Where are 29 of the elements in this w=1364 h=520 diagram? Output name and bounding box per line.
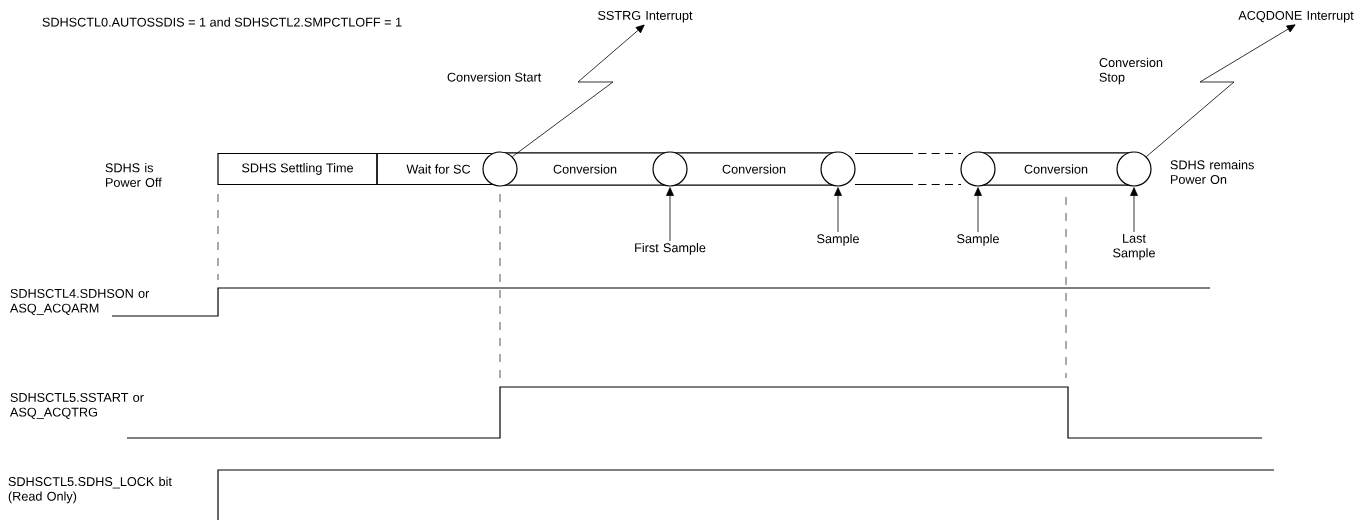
state-label: SDHS remains Power On (1170, 160, 1254, 184)
interrupt-arrow (512, 24, 645, 157)
sample-circle (652, 151, 688, 187)
sample-label: Sample (817, 233, 859, 246)
phase-box: Conversion (498, 152, 672, 186)
note-text: SDHSCTL0.AUTOSSDIS = 1 and SDHSCTL2.SMPCTLOFF = 1 (42, 17, 402, 27)
event-label: Conversion Start (447, 72, 542, 82)
sample-label: Last Sample (1113, 233, 1155, 260)
sample-arrow (834, 187, 842, 233)
signal-name: SDHSCTL5.SSTART or ASQ_ACQTRG (9, 393, 144, 419)
phase-box: Conversion (976, 152, 1136, 186)
sample-circle (820, 151, 856, 187)
sample-circle (1116, 151, 1152, 187)
sample-circle (482, 151, 518, 187)
sample-circle (960, 151, 996, 187)
phase-box: Conversion (668, 152, 840, 186)
event-label: Conversion Stop (1099, 57, 1163, 85)
interrupt-arrow (1146, 24, 1296, 157)
signal-name: SDHSCTL5.SDHS_LOCK bit (Read Only) (8, 476, 172, 504)
sample-label: Sample (957, 233, 999, 246)
sample-arrow (974, 187, 982, 233)
signal-name: SDHSCTL4.SDHSON or ASQ_ACQARM (9, 289, 150, 315)
phase-box: SDHS Settling Time (217, 152, 378, 186)
interrupt-label: ACQDONE Interrupt (1238, 10, 1354, 23)
interrupt-label: SSTRG Interrupt (598, 10, 693, 23)
sample-arrow (1130, 187, 1138, 233)
sample-label: First Sample (635, 242, 706, 255)
state-label: SDHS is Power Off (105, 163, 162, 187)
sample-arrow (666, 187, 674, 242)
